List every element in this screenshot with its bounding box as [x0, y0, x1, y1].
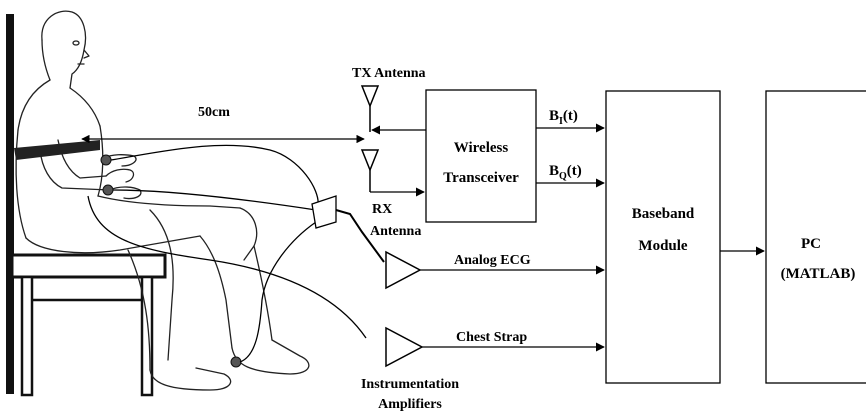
- wireless-transceiver-box: [425, 89, 537, 223]
- distance-label: 50cm: [198, 105, 230, 120]
- chest-strap-label: Chest Strap: [456, 330, 527, 345]
- pc-label-line1: PC: [801, 236, 821, 252]
- lead-wires: [87, 144, 367, 363]
- bq-label: BQ(t): [549, 163, 582, 182]
- bi-label: BI(t): [549, 108, 578, 127]
- baseband-module-box: [605, 90, 721, 384]
- pc-box: [765, 90, 866, 384]
- rx-antenna-label-line2: Antenna: [370, 224, 421, 239]
- rx-antenna-icon: [360, 149, 380, 192]
- baseband-label-line2: Module: [638, 238, 688, 254]
- pc-label-line2: (MATLAB): [781, 266, 856, 282]
- analog-ecg-label: Analog ECG: [454, 253, 531, 268]
- transceiver-label-line2: Transceiver: [443, 170, 519, 186]
- amplifiers-label-line1: Instrumentation: [361, 377, 459, 392]
- amplifiers-label-line2: Amplifiers: [378, 397, 442, 412]
- chest-strap-amplifier-icon: [385, 326, 424, 368]
- rx-antenna-label-line1: RX: [372, 202, 392, 217]
- electrode-connector: [311, 195, 385, 263]
- transceiver-label-line1: Wireless: [454, 140, 509, 156]
- baseband-label-line1: Baseband: [632, 206, 695, 222]
- ecg-amplifier-icon: [385, 250, 422, 290]
- seated-person-figure: [14, 10, 310, 391]
- chair: [6, 14, 167, 397]
- tx-antenna-icon: [360, 85, 380, 132]
- tx-antenna-label: TX Antenna: [352, 66, 426, 81]
